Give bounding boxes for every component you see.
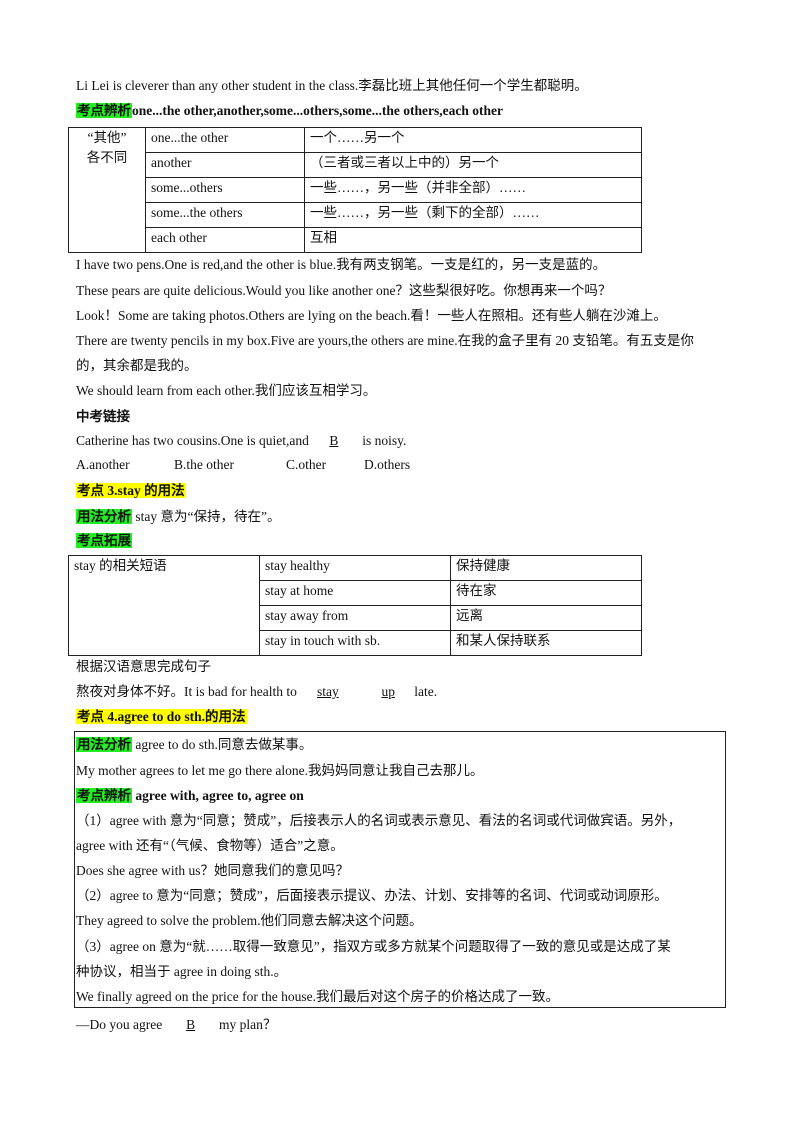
table-meaning: 一个……另一个 — [304, 127, 642, 153]
analysis-title: agree with, agree to, agree on — [135, 788, 304, 803]
table-meaning: 保持健康 — [450, 555, 642, 581]
answer-blank: up — [381, 684, 395, 699]
table-meaning: 和某人保持联系 — [450, 630, 642, 656]
table-term: each other — [145, 227, 305, 253]
table-meaning: 一些……，另一些（并非全部）…… — [304, 177, 642, 203]
answer-blank: B — [329, 433, 339, 448]
answer-options: A.another B.the other C.other D.others — [76, 457, 410, 473]
table-meaning: 互相 — [304, 227, 642, 253]
intro-sentence: Li Lei is cleverer than any other studen… — [76, 78, 588, 93]
section-title: 考点 3.stay 的用法 — [76, 483, 186, 498]
option-c: C.other — [286, 457, 327, 472]
section-title: one...the other,another,some...others,so… — [132, 103, 503, 118]
table-category-cell: stay 的相关短语 — [68, 555, 260, 656]
exercise-text-pre: 熬夜对身体不好。It is bad for health to — [76, 684, 297, 699]
analysis-example: They agreed to solve the problem.他们同意去解决… — [76, 913, 423, 928]
usage-example: My mother agrees to let me go there alon… — [76, 763, 484, 778]
table-term: some...others — [145, 177, 305, 203]
exercise-title: 根据汉语意思完成句子 — [76, 659, 211, 674]
example-sentence: These pears are quite delicious.Would yo… — [76, 283, 612, 298]
usage-line: 用法分析 agree to do sth.同意去做某事。 — [76, 737, 312, 753]
table-term: stay healthy — [259, 555, 451, 581]
question-text-pre: —Do you agree — [76, 1017, 163, 1032]
exam-link-heading: 中考链接 — [76, 409, 130, 424]
example-sentence: Look！Some are taking photos.Others are l… — [76, 308, 667, 323]
analysis-text: 种协议，相当于 agree in doing sth.。 — [76, 964, 288, 979]
tag-usage: 用法分析 — [76, 737, 132, 752]
extension-line: 考点拓展 — [76, 533, 132, 549]
example-sentence: I have two pens.One is red,and the other… — [76, 257, 607, 272]
stay-phrases-table: stay 的相关短语 stay healthy 保持健康 stay at hom… — [68, 555, 642, 656]
question-text-post: is noisy. — [362, 433, 407, 448]
usage-line: 用法分析 stay 意为“保持，待在”。 — [76, 509, 280, 525]
table-meaning: （三者或三者以上中的）另一个 — [304, 152, 642, 178]
analysis-text: agree with 还有“（气候、食物等）适合”之意。 — [76, 838, 344, 853]
section-heading-stay: 考点 3.stay 的用法 — [76, 483, 186, 499]
table-meaning: 远离 — [450, 605, 642, 631]
table-term: stay away from — [259, 605, 451, 631]
answer-blank: B — [186, 1017, 196, 1032]
category-line-1: “其他” — [87, 130, 127, 145]
section-title: 考点 4.agree to do sth.的用法 — [76, 709, 247, 724]
analysis-example: We finally agreed on the price for the h… — [76, 989, 559, 1004]
table-term: stay in touch with sb. — [259, 630, 451, 656]
table-term: some...the others — [145, 202, 305, 228]
section-heading-other: 考点辨析one...the other,another,some...other… — [76, 103, 503, 119]
tag-extension: 考点拓展 — [76, 533, 132, 548]
option-b: B.the other — [174, 457, 234, 472]
question-text-post: my plan？ — [218, 1017, 277, 1032]
example-sentence: We should learn from each other.我们应该互相学习… — [76, 383, 377, 398]
exercise-sentence: 熬夜对身体不好。It is bad for health to stay up la… — [76, 684, 437, 700]
exercise-text-post: late. — [414, 684, 438, 699]
table-term: stay at home — [259, 580, 451, 606]
analysis-text: （1）agree with 意为“同意；赞成”，后接表示人的名词或表示意见、看法… — [76, 813, 682, 828]
example-sentence: There are twenty pencils in my box.Five … — [76, 333, 694, 348]
answer-blank: stay — [316, 684, 339, 699]
usage-text: agree to do sth.同意去做某事。 — [135, 737, 313, 752]
table-meaning: 一些……，另一些（剩下的全部）…… — [304, 202, 642, 228]
analysis-line: 考点辨析 agree with, agree to, agree on — [76, 788, 304, 804]
question-text-pre: Catherine has two cousins.One is quiet,a… — [76, 433, 309, 448]
example-sentence-continued: 的，其余都是我的。 — [76, 358, 198, 373]
table-term: one...the other — [145, 127, 305, 153]
tag-analysis: 考点辨析 — [76, 103, 132, 118]
table-category-cell: “其他” 各不同 — [68, 127, 146, 253]
analysis-text: （3）agree on 意为“就……取得一致意见”，指双方或多方就某个问题取得了… — [76, 939, 671, 954]
agree-question: —Do you agree B my plan？ — [76, 1017, 276, 1033]
option-d: D.others — [364, 457, 411, 472]
tag-analysis: 考点辨析 — [76, 788, 132, 803]
category-line-2: 各不同 — [86, 150, 128, 166]
section-heading-agree: 考点 4.agree to do sth.的用法 — [76, 709, 247, 725]
option-a: A.another — [76, 457, 130, 472]
table-term: another — [145, 152, 305, 178]
usage-text: stay 意为“保持，待在”。 — [135, 509, 281, 524]
other-comparison-table: “其他” 各不同 one...the other 一个……另一个 another… — [68, 127, 642, 253]
analysis-text: （2）agree to 意为“同意；赞成”，后面接表示提议、办法、计划、安排等的… — [76, 888, 668, 903]
tag-usage: 用法分析 — [76, 509, 132, 524]
analysis-example: Does she agree with us？她同意我们的意见吗？ — [76, 863, 349, 878]
table-meaning: 待在家 — [450, 580, 642, 606]
exam-question: Catherine has two cousins.One is quiet,a… — [76, 433, 406, 449]
agree-explanation-box — [74, 731, 726, 1008]
